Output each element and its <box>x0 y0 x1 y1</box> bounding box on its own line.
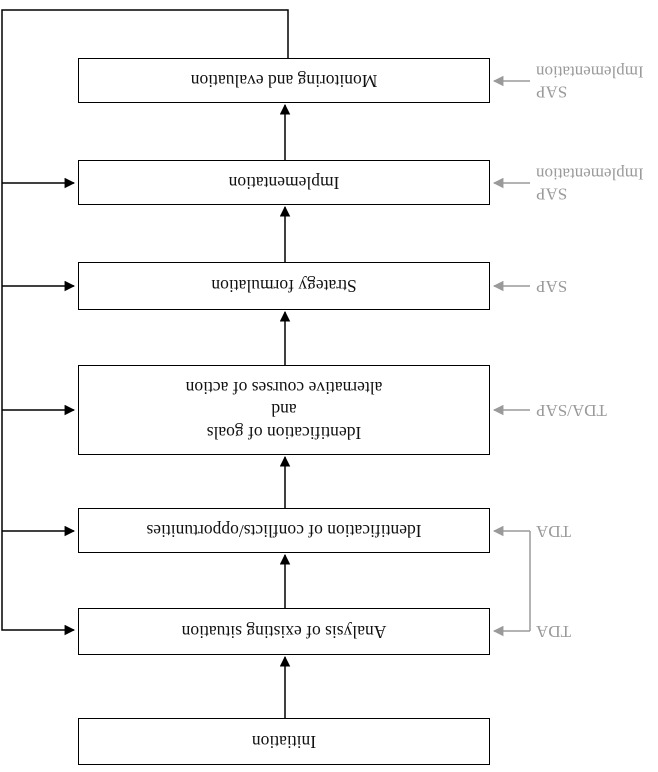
stage-label: Strategy formulation <box>211 276 357 297</box>
phase-label-implementation: SAP Implementation <box>536 164 644 204</box>
phase-label-analysis: TDA <box>536 622 571 642</box>
feedback-main-line <box>1 9 289 636</box>
stage-label: Identification of conflicts/opportunitie… <box>146 520 422 541</box>
phase-arrows <box>492 75 531 637</box>
stage-label: Identification of goals and alternative … <box>185 377 383 444</box>
phase-label-goals: TDA/SAP <box>536 401 607 421</box>
stage-label: Monitoring and evaluation <box>190 70 378 91</box>
stage-box-conflicts: Identification of conflicts/opportunitie… <box>78 508 490 553</box>
phase-label-monitoring: SAP Implementation <box>536 62 644 102</box>
stage-box-monitoring: Monitoring and evaluation <box>78 58 490 103</box>
phase-label-conflicts: TDA <box>536 522 571 542</box>
stage-label: Initiation <box>251 731 317 752</box>
phase-label-strategy: SAP <box>536 277 568 297</box>
stage-label: Implementation <box>228 172 340 193</box>
stage-box-initiation: Initiation <box>78 718 490 765</box>
stage-box-goals: Identification of goals and alternative … <box>78 365 490 455</box>
stage-box-implementation: Implementation <box>78 160 490 205</box>
feedback-loop <box>1 9 289 636</box>
stage-box-analysis: Analysis of existing situation <box>78 608 490 655</box>
stage-label: Analysis of existing situation <box>181 621 387 642</box>
stage-box-strategy: Strategy formulation <box>78 262 490 310</box>
